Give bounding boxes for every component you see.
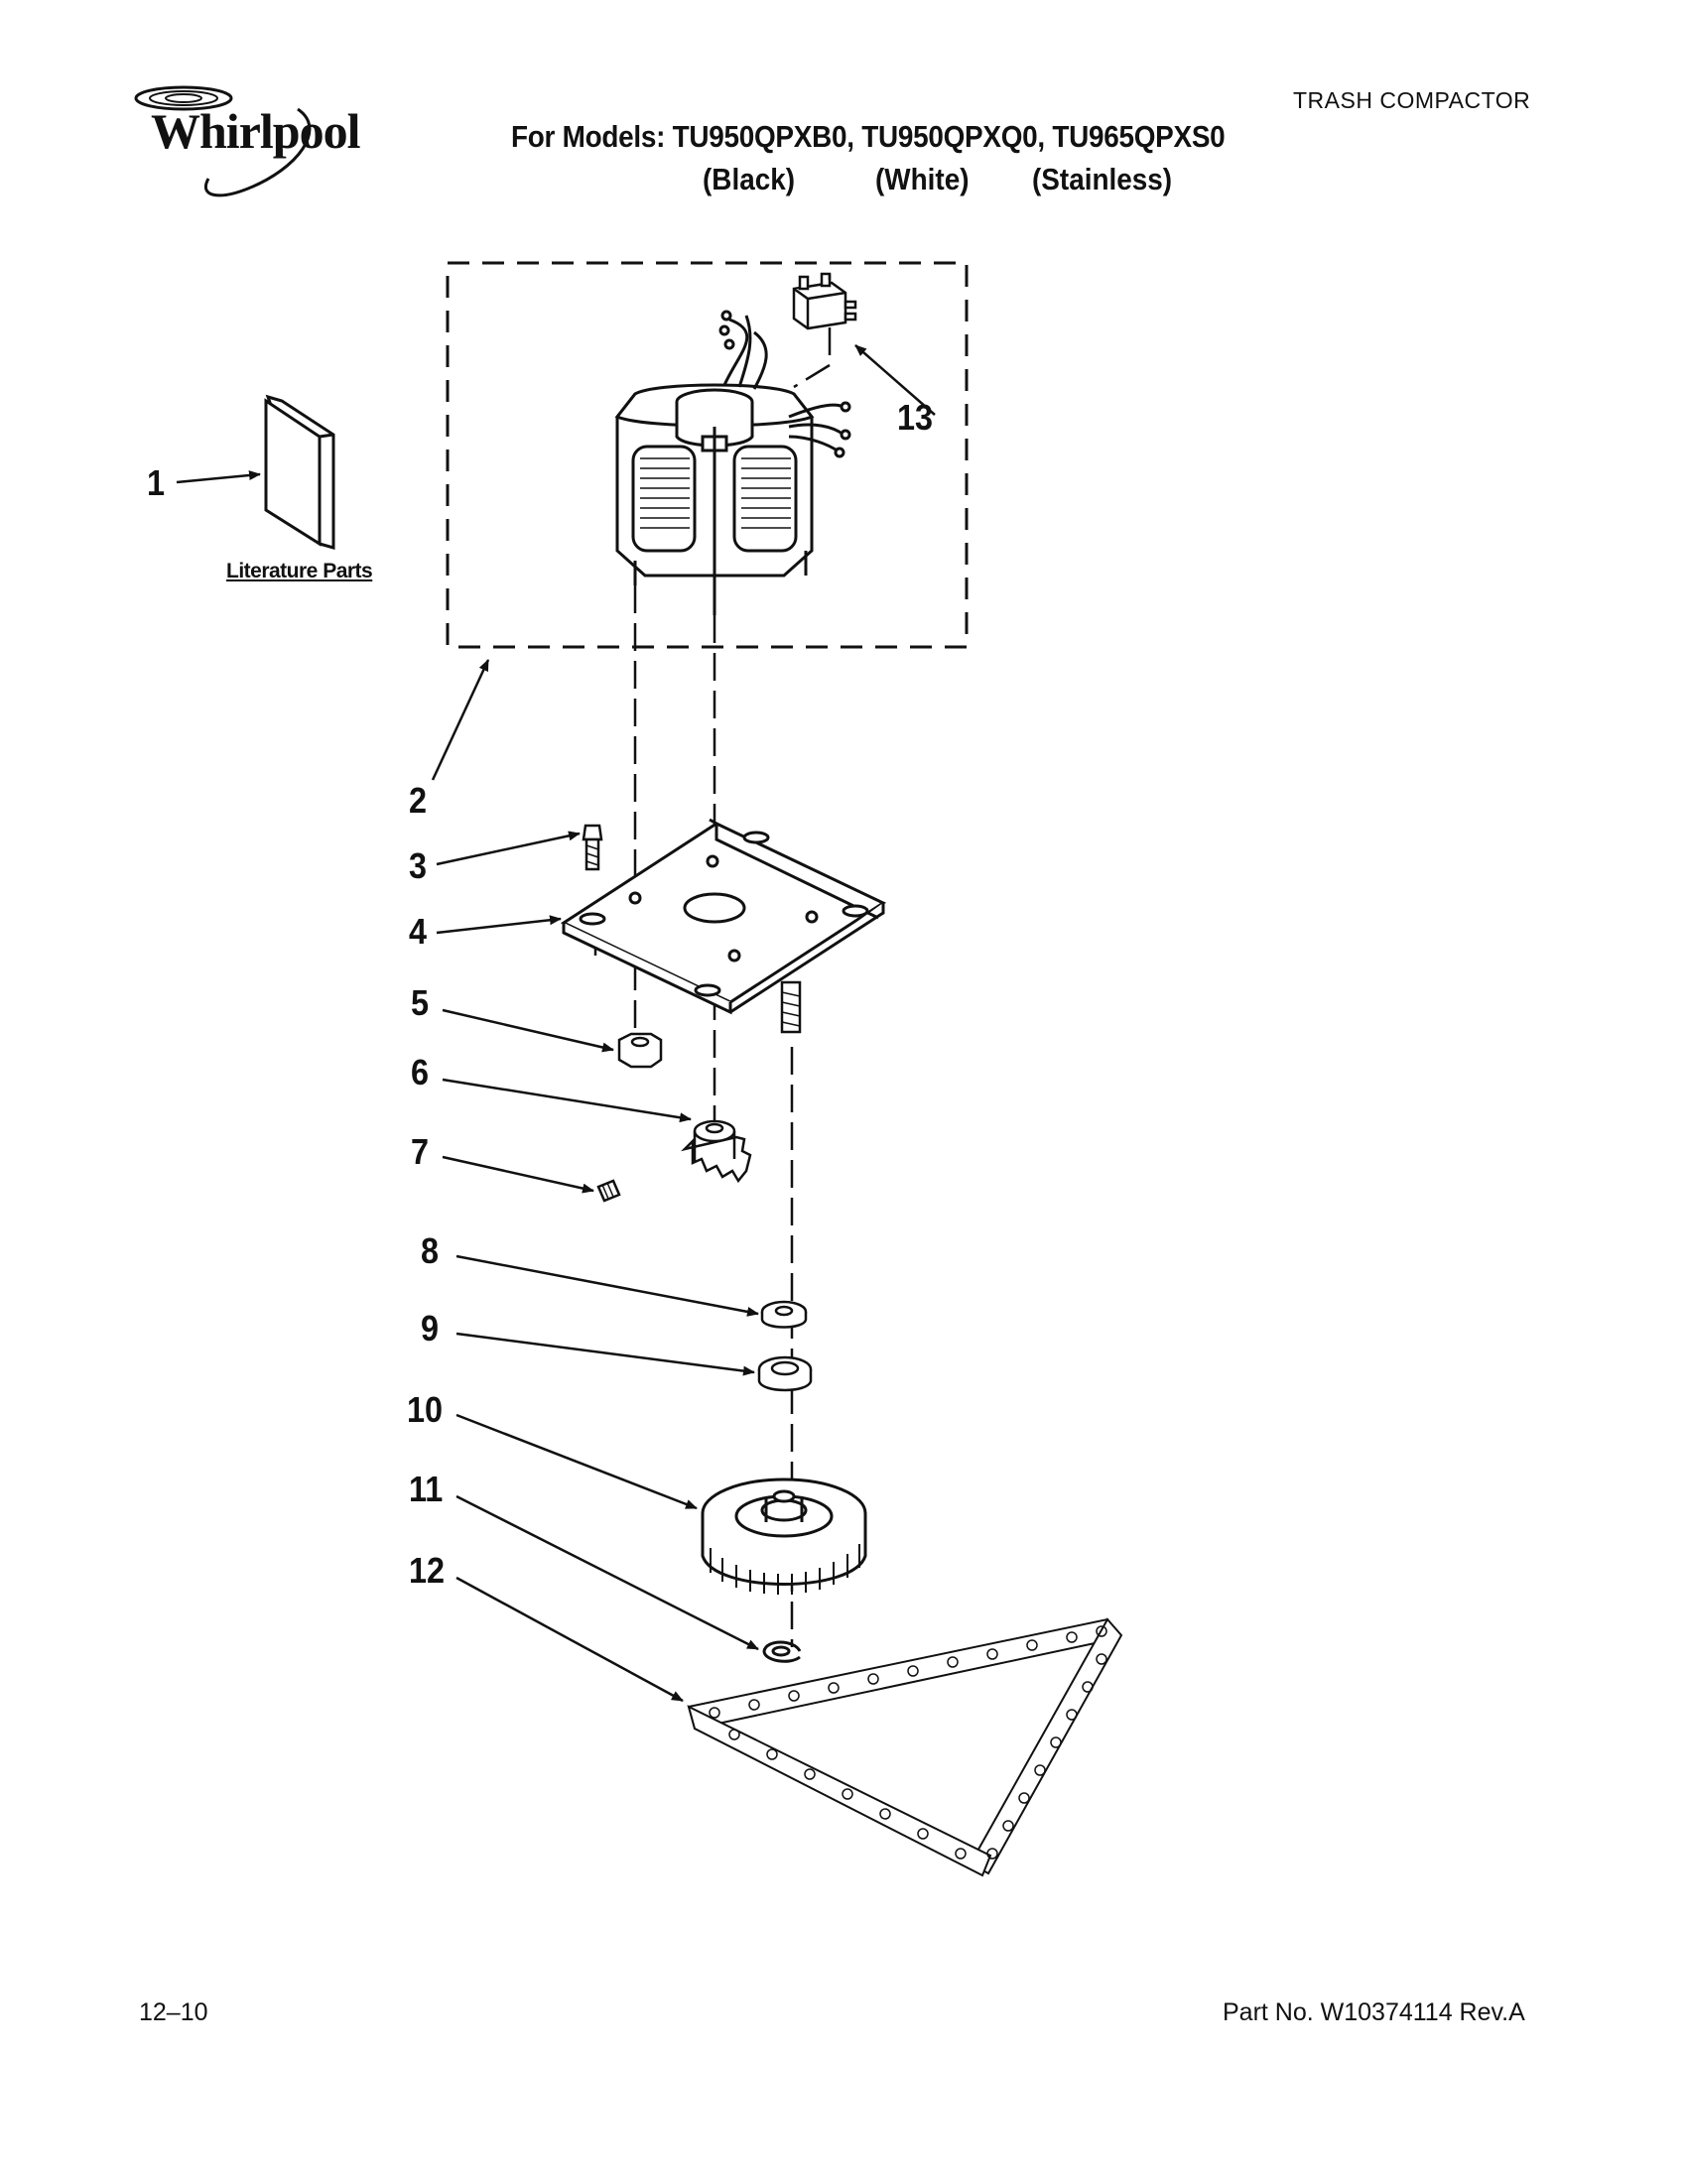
callout-13: 13: [897, 397, 934, 438]
switch-icon: [792, 272, 857, 330]
callout-leader-lines: [176, 344, 936, 1703]
finish-stainless: (Stainless): [1032, 162, 1173, 196]
whirlpool-logo-icon: [134, 85, 312, 197]
callout-3: 3: [409, 845, 428, 886]
product-category: TRASH COMPACTOR: [1293, 87, 1531, 113]
footer-part-number: Part No. W10374114 Rev.A: [1223, 1998, 1525, 2026]
drive-chain-icon: [687, 1617, 1123, 1877]
retaining-ring-icon: [762, 1640, 802, 1663]
bearing-icon: [757, 1355, 813, 1392]
callout-1: 1: [147, 462, 166, 503]
set-screw-icon: [596, 1179, 621, 1203]
callout-7: 7: [411, 1131, 430, 1172]
washer-icon: [760, 1300, 808, 1329]
callout-4: 4: [409, 911, 428, 952]
callout-5: 5: [411, 982, 430, 1023]
callout-9: 9: [421, 1308, 440, 1349]
drive-sprocket-icon: [681, 1119, 752, 1184]
footer-date-code: 12–10: [139, 1998, 208, 2026]
callout-6: 6: [411, 1052, 430, 1092]
callout-8: 8: [421, 1230, 440, 1271]
callout-11: 11: [409, 1469, 444, 1509]
driven-sprocket-icon: [701, 1477, 867, 1595]
bracket-stud-icon: [780, 980, 802, 1034]
brand-logo-text: Whirlpool: [151, 103, 360, 159]
finish-black: (Black): [703, 162, 796, 196]
nut-icon: [617, 1032, 663, 1069]
callout-12: 12: [409, 1550, 446, 1591]
motor-mounting-bracket-icon: [560, 818, 887, 1015]
screw-icon: [582, 824, 603, 871]
literature-parts-booklet-icon: [264, 394, 335, 550]
callout-10: 10: [407, 1389, 444, 1430]
models-line: For Models: TU950QPXB0, TU950QPXQ0, TU96…: [511, 119, 1226, 154]
motor-assembly-icon: [614, 310, 851, 615]
motor-assembly-boundary: [446, 261, 969, 649]
literature-parts-label: Literature Parts: [226, 560, 373, 582]
finish-white: (White): [875, 162, 970, 196]
callout-2: 2: [409, 780, 428, 821]
